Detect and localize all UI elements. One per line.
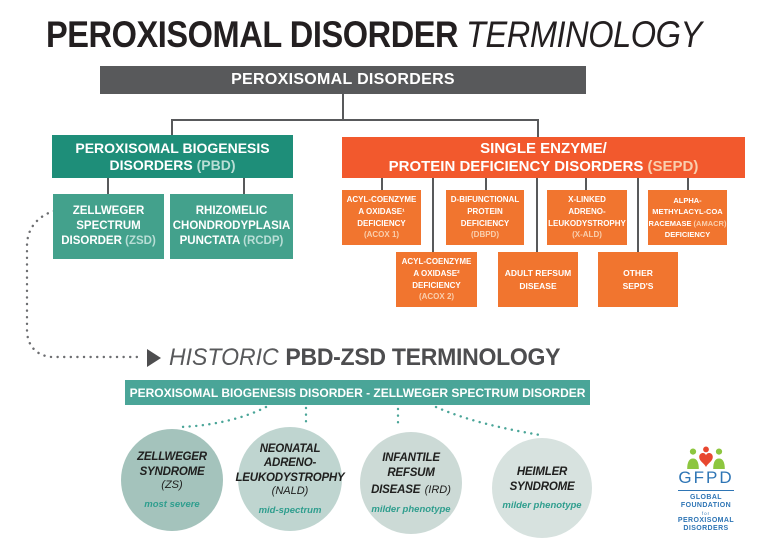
circle-nald: NEONATAL ADRENO- LEUKODYSTROPHY (NALD) m… xyxy=(235,427,345,531)
circle-nald-line2: ADRENO- xyxy=(263,457,317,470)
gfpd-word-for: for xyxy=(701,510,711,516)
box-amacr-line4: DEFICIENCY xyxy=(664,229,711,239)
box-other-sepds: OTHER SEPD'S xyxy=(598,252,678,307)
box-xald: X-LINKED ADRENO- LEUKODYSTROPHY (X-ALD) xyxy=(547,190,627,245)
box-other-sepds-line2: SEPD'S xyxy=(622,280,654,291)
box-zsd: ZELLWEGER SPECTRUM DISORDER (ZSD) xyxy=(53,194,164,259)
circle-zs-paren: (ZS) xyxy=(161,479,183,491)
circle-ird-caption: milder phenotype xyxy=(371,503,451,515)
root-box-peroxisomal-disorders: PEROXISOMAL DISORDERS xyxy=(100,66,586,94)
dotted-spectrum-connectors xyxy=(178,405,542,437)
gfpd-logo: GFPD GLOBAL FOUNDATION for PEROXISOMAL D… xyxy=(669,446,743,534)
box-adult-refsum-line2: DISEASE xyxy=(519,280,557,291)
circle-nald-paren: (NALD) xyxy=(271,485,309,498)
box-acox1: ACYL-COENZYME A OXIDASE¹ DEFICIENCY (ACO… xyxy=(342,190,421,245)
box-amacr-line2: METHYLACYL-COA xyxy=(652,207,723,217)
circle-zs-caption: most severe xyxy=(144,498,200,510)
box-acox1-line3: DEFICIENCY xyxy=(357,218,406,228)
box-adult-refsum: ADULT REFSUM DISEASE xyxy=(498,252,578,307)
box-amacr-line1: ALPHA- xyxy=(673,196,702,205)
page-title-main: PEROXISOMAL DISORDER xyxy=(46,14,459,55)
box-sepd: SINGLE ENZYME/ PROTEIN DEFICIENCY DISORD… xyxy=(342,137,745,178)
box-zsd-line1: ZELLWEGER xyxy=(72,205,145,218)
gfpd-word-peroxisomal: PEROXISOMAL xyxy=(677,517,735,525)
dotted-historic-path xyxy=(25,209,144,359)
box-rcdp: RHIZOMELIC CHONDRODYPLASIA PUNCTATA (RCD… xyxy=(170,194,293,259)
box-acox2-paren: (ACOX 2) xyxy=(418,292,455,302)
box-pbd-line2: DISORDERS (PBD) xyxy=(109,156,236,173)
box-amacr-line3: RACEMASE (AMACR) xyxy=(648,218,727,228)
gfpd-word-foundation: FOUNDATION xyxy=(680,502,732,510)
box-rcdp-line1: RHIZOMELIC xyxy=(195,205,268,218)
circle-zs-line2: SYNDROME xyxy=(139,465,205,478)
historic-bar-label: PEROXISOMAL BIOGENESIS DISORDER - ZELLWE… xyxy=(129,385,586,400)
gfpd-people-icon xyxy=(687,446,725,469)
box-dbpd-line1: D-BIFUNCTIONAL xyxy=(450,195,520,205)
box-xald-line2: ADRENO- xyxy=(568,206,606,216)
box-dbpd-paren: (DBPD) xyxy=(471,230,499,240)
box-zsd-line3: DISORDER (ZSD) xyxy=(61,234,156,247)
box-pbd: PEROXISOMAL BIOGENESIS DISORDERS (PBD) xyxy=(52,135,293,178)
circle-heimler: HEIMLER SYNDROME milder phenotype xyxy=(492,438,592,538)
box-adult-refsum-line1: ADULT REFSUM xyxy=(504,267,572,278)
box-acox1-line1: ACYL-COENZYME xyxy=(346,195,417,205)
circle-ird-line1: INFANTILE xyxy=(382,452,440,465)
historic-arrow-icon xyxy=(147,349,161,367)
circle-zellweger-syndrome: ZELLWEGER SYNDROME (ZS) most severe xyxy=(121,429,223,531)
circle-heimler-line1: HEIMLER xyxy=(516,466,568,479)
box-xald-line3: LEUKODYSTROPHY xyxy=(548,218,626,228)
box-sepd-line1: SINGLE ENZYME/ xyxy=(480,139,607,157)
box-xald-paren: (X-ALD) xyxy=(572,230,602,240)
box-dbpd-line3: DEFICIENCY xyxy=(460,218,510,228)
box-acox2-line3: DEFICIENCY xyxy=(412,280,461,290)
circle-heimler-caption: milder phenotype xyxy=(502,499,582,511)
box-acox1-paren: (ACOX 1) xyxy=(363,230,400,240)
box-acox2-line1: ACYL-COENZYME xyxy=(401,257,472,267)
gfpd-word-disorders: DISORDERS xyxy=(683,525,729,533)
box-sepd-line2: PROTEIN DEFICIENCY DISORDERS (SEPD) xyxy=(388,157,699,175)
box-rcdp-line2: CHONDRODYPLASIA xyxy=(172,220,291,233)
box-other-sepds-line1: OTHER xyxy=(623,267,653,278)
historic-bar: PEROXISOMAL BIOGENESIS DISORDER - ZELLWE… xyxy=(125,380,590,405)
gfpd-divider xyxy=(678,490,734,491)
page-title-accent: TERMINOLOGY xyxy=(466,14,702,55)
circle-heimler-line2: SYNDROME xyxy=(509,480,575,493)
circle-ird: INFANTILE REFSUM DISEASE (IRD) milder ph… xyxy=(360,432,462,534)
box-dbpd-line2: PROTEIN xyxy=(467,206,503,216)
box-xald-line1: X-LINKED xyxy=(568,195,606,205)
circle-nald-line1: NEONATAL xyxy=(259,443,321,456)
box-amacr: ALPHA- METHYLACYL-COA RACEMASE (AMACR) D… xyxy=(648,190,727,245)
circle-zs-line1: ZELLWEGER xyxy=(137,451,207,464)
gfpd-word-global: GLOBAL xyxy=(690,494,722,501)
box-acox2-line2: A OXIDASE² xyxy=(413,268,460,278)
circle-ird-line3: DISEASE (IRD) xyxy=(371,483,451,496)
box-zsd-line2: SPECTRUM xyxy=(76,220,141,233)
box-pbd-line1: PEROXISOMAL BIOGENESIS xyxy=(75,139,270,156)
root-box-label: PEROXISOMAL DISORDERS xyxy=(231,71,455,88)
circle-nald-line3: LEUKODYSTROPHY xyxy=(235,471,345,484)
box-acox2: ACYL-COENZYME A OXIDASE² DEFICIENCY (ACO… xyxy=(396,252,477,307)
circle-nald-caption: mid-spectrum xyxy=(258,504,322,516)
circle-ird-line2: REFSUM xyxy=(387,466,435,479)
gfpd-acronym: GFPD xyxy=(678,468,734,487)
box-dbpd: D-BIFUNCTIONAL PROTEIN DEFICIENCY (DBPD) xyxy=(446,190,524,245)
box-rcdp-line3: PUNCTATA (RCDP) xyxy=(179,234,284,247)
box-acox1-line2: A OXIDASE¹ xyxy=(358,206,405,216)
